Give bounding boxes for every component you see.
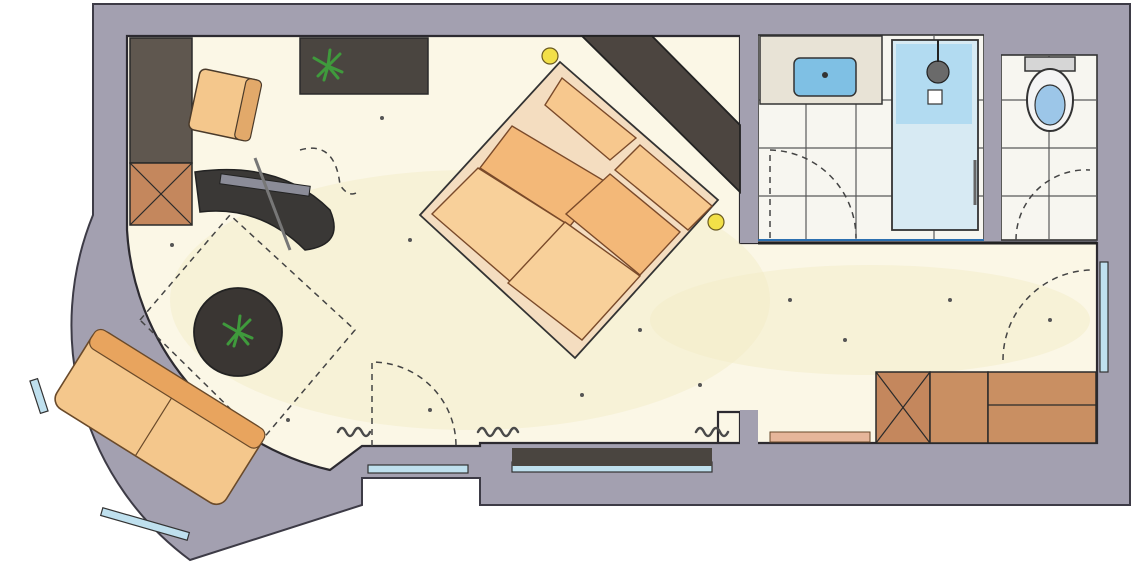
spotlights <box>170 116 1052 422</box>
planter-top <box>299 37 429 95</box>
entry-door-swing <box>371 361 457 447</box>
partitions <box>740 34 1097 446</box>
pillow <box>544 76 638 161</box>
sofa <box>54 328 266 506</box>
bathroom <box>757 34 985 241</box>
round-table <box>193 287 283 377</box>
window-wood <box>512 448 712 466</box>
radiator-icon <box>694 426 730 438</box>
hall-door-swing <box>1002 269 1094 361</box>
pillow <box>564 173 682 276</box>
desk-chair-outline <box>299 147 361 195</box>
plant-icon <box>312 48 344 82</box>
wardrobe <box>129 37 193 226</box>
floor-glow-2 <box>650 265 1090 375</box>
ceiling-lamp-icon <box>707 213 725 231</box>
plant-icon <box>222 314 254 348</box>
bed <box>418 35 741 360</box>
shower-water <box>896 44 972 124</box>
armchair-top <box>188 68 263 142</box>
wc-room <box>1000 54 1098 241</box>
wardrobe-top <box>129 37 193 164</box>
door-swing-icon <box>1015 169 1091 241</box>
shoe-rack <box>769 431 871 443</box>
radiator-icon <box>476 426 520 438</box>
desk <box>194 157 335 251</box>
headboard-cabinet <box>579 35 741 195</box>
radiator-icon <box>336 426 372 438</box>
toilet-bowl <box>1034 84 1066 126</box>
bathroom-door-swing <box>769 149 857 239</box>
shower-head <box>926 60 950 84</box>
windows <box>29 261 1109 541</box>
duvet <box>506 221 642 341</box>
pillow <box>613 144 714 231</box>
ceiling-lamp-icon <box>541 47 559 65</box>
sideboard <box>875 371 1097 444</box>
rug-outline <box>138 213 357 442</box>
